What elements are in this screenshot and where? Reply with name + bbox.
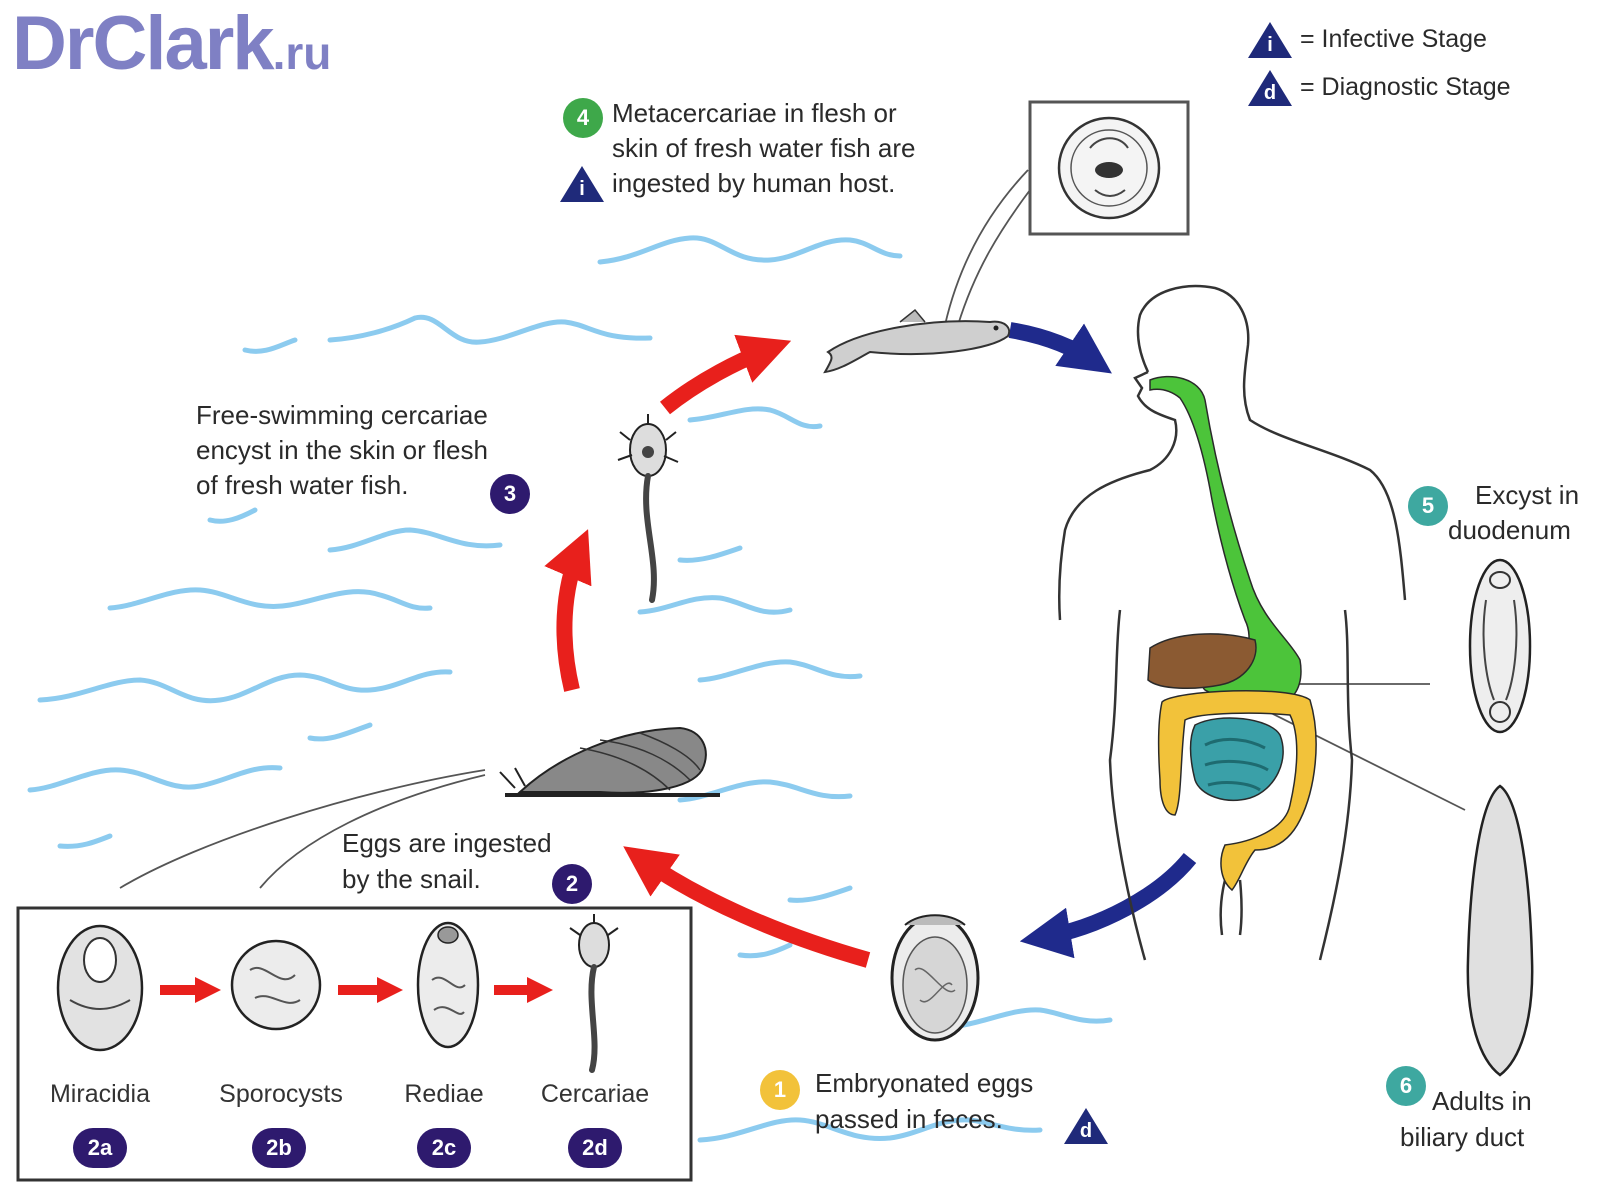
digestive-organs <box>1148 377 1316 890</box>
step-1-badge: 1 <box>760 1070 800 1110</box>
snail-illustration <box>500 728 720 795</box>
fish-illustration <box>825 310 1009 372</box>
adult-fluke-illustration <box>1468 786 1532 1075</box>
legend-diagnostic-label: = Diagnostic Stage <box>1300 70 1511 105</box>
step-6-line-2: biliary duct <box>1400 1120 1524 1155</box>
small-intestine <box>1190 718 1283 800</box>
redia-illustration <box>418 923 478 1047</box>
cercaria-illustration <box>618 414 678 600</box>
step-6-line-1: Adults in <box>1432 1084 1532 1119</box>
step-1-line-1: Embryonated eggs <box>815 1066 1033 1101</box>
infective-stage-icon: i <box>1248 22 1292 58</box>
step-4-line-2: skin of fresh water fish are <box>612 131 915 166</box>
stage-label-miracidia: Miracidia <box>30 1080 170 1109</box>
stage-label-sporocysts: Sporocysts <box>196 1080 366 1109</box>
sporocyst-illustration <box>232 941 320 1029</box>
miracidium-illustration <box>58 926 142 1050</box>
step-1-line-2: passed in feces. <box>815 1102 1003 1137</box>
arrow-cercariae-to-fish <box>665 348 772 408</box>
logo-tld-text: .ru <box>273 27 332 79</box>
arrow-human-to-eggs <box>1040 858 1190 938</box>
cycle-arrows <box>564 330 1190 960</box>
step-3-line-1: Free-swimming cercariae <box>196 398 488 433</box>
diagnostic-stage-icon: d <box>1248 70 1292 106</box>
logo-main-text: DrClark <box>12 1 273 86</box>
step-4-infective-icon: i <box>560 166 604 202</box>
stage-label-rediae: Rediae <box>384 1080 504 1109</box>
metacercaria-inset <box>1030 102 1188 234</box>
step-4-line-1: Metacercariae in flesh or <box>612 96 897 131</box>
step-3-line-3: of fresh water fish. <box>196 468 408 503</box>
step-6-badge: 6 <box>1386 1066 1426 1106</box>
step-3-line-2: encyst in the skin or flesh <box>196 433 488 468</box>
egg-illustration <box>892 915 978 1040</box>
stage-badge-2d: 2d <box>568 1128 622 1168</box>
step-2-line-2: by the snail. <box>342 862 481 897</box>
legend-infective-label: = Infective Stage <box>1300 22 1487 57</box>
step-5-line-1: Excyst in <box>1475 478 1579 513</box>
step-2-line-1: Eggs are ingested <box>342 826 552 861</box>
step-1-diagnostic-icon: d <box>1064 1108 1108 1144</box>
step-2-badge: 2 <box>552 864 592 904</box>
arrow-fish-to-human <box>1010 330 1095 362</box>
excysted-fluke-illustration <box>1470 560 1530 732</box>
step-4-badge: 4 <box>563 98 603 138</box>
arrow-snail-to-cercariae <box>564 548 580 690</box>
stage-badge-2b: 2b <box>252 1128 306 1168</box>
stage-badge-2c: 2c <box>417 1128 471 1168</box>
step-4-line-3: ingested by human host. <box>612 166 895 201</box>
step-5-badge: 5 <box>1408 486 1448 526</box>
stage-badge-2a: 2a <box>73 1128 127 1168</box>
step-5-line-2: duodenum <box>1448 513 1571 548</box>
step-3-badge: 3 <box>490 474 530 514</box>
site-logo: DrClark.ru <box>12 6 331 82</box>
stage-label-cercariae: Cercariae <box>520 1080 670 1109</box>
